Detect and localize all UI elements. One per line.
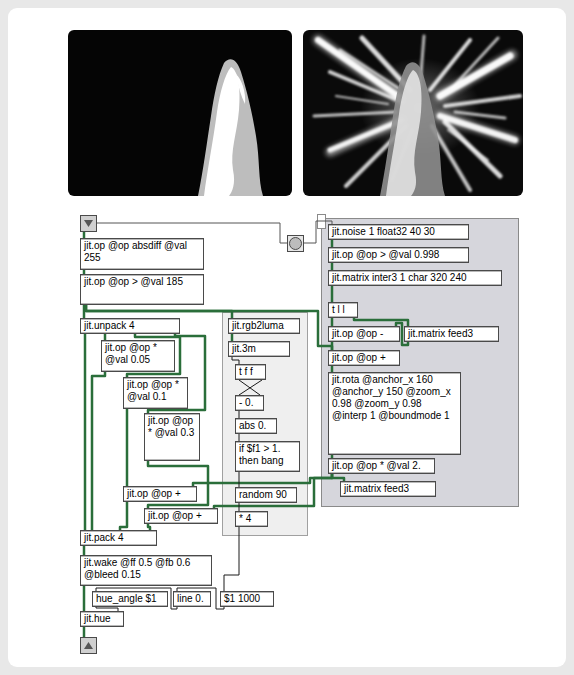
object-text: jit.op @op * @val 0.3 (148, 415, 196, 439)
object-text: jit.noise 1 float32 40 30 (332, 226, 465, 238)
bang-button (288, 236, 304, 252)
object-text: jit.op @op > @val 185 (84, 276, 200, 288)
object-text: jit.rota @anchor_x 160 @anchor_y 150 @zo… (332, 374, 457, 422)
patch-cord (331, 342, 334, 350)
mask-image (68, 30, 292, 196)
object-text: * 4 (239, 513, 264, 525)
max-object: jit.matrix inter3 1 char 320 240 (328, 270, 502, 286)
max-object: hue_angle $1 (92, 591, 168, 607)
max-object: abs 0. (235, 418, 277, 434)
object-text: line 0. (177, 593, 207, 605)
max-object: jit.matrix feed3 (340, 481, 436, 497)
max-object: jit.3m (228, 341, 290, 357)
patch-cord (83, 546, 86, 555)
patch-cord (84, 334, 87, 530)
max-object: jit.op @op * @val 0.05 (101, 340, 175, 372)
max-object: jit.hue (80, 611, 124, 627)
max-object: jit.rgb2luma (228, 318, 300, 334)
object-text: t l l (332, 304, 354, 316)
max-object: jit.op @op + (123, 486, 197, 502)
object-text: jit.op @op absdiff @val 255 (84, 240, 200, 264)
patch-cord (239, 503, 240, 511)
max-object: random 90 (235, 487, 297, 503)
patch-cord (214, 474, 332, 508)
max-object: jit.op @op > @val 0.998 (328, 247, 469, 263)
max-object: if $f1 > 1. then bang (235, 441, 300, 472)
object-text: jit.op @op + (332, 352, 396, 364)
object-text: jit.rgb2luma (232, 320, 296, 332)
patch-cord (331, 240, 334, 247)
patch-cord (331, 263, 334, 270)
object-text: jit.pack 4 (84, 532, 153, 544)
max-object: t f f (235, 364, 266, 380)
patch-cord (239, 434, 240, 441)
max-object: jit.op @op * @val 0.3 (144, 413, 200, 461)
max-object: jit.rota @anchor_x 160 @anchor_y 150 @zo… (328, 372, 461, 455)
max-object: jit.unpack 4 (80, 318, 180, 334)
object-text: jit.op @op * @val 0.05 (105, 342, 171, 366)
outlet-symbol (81, 638, 97, 654)
object-text: jit.op @op * @val 0.1 (127, 379, 184, 403)
max-object: jit.op @op + (144, 508, 218, 524)
max-object: jit.op @op * @val 0.1 (123, 377, 188, 409)
patch-cord (331, 286, 334, 302)
inlet-symbol (81, 216, 97, 232)
max-object: - 0. (235, 395, 264, 411)
max-object: jit.matrix feed3 (404, 326, 499, 342)
object-text: jit.matrix feed3 (344, 483, 432, 495)
object-text: jit.op @op + (148, 510, 214, 522)
patch-cord (239, 411, 240, 418)
max-object: jit.op @op * @val 2. (328, 458, 435, 474)
max-object: t l l (328, 302, 358, 318)
card (8, 8, 566, 667)
object-text: - 0. (239, 397, 260, 409)
patch-cord (331, 318, 334, 326)
max-object: jit.op @op - (328, 326, 400, 342)
object-text: jit.unpack 4 (84, 320, 176, 332)
patch-cord (120, 502, 127, 530)
patch-cord (92, 372, 105, 530)
max-object: * 4 (235, 511, 268, 527)
object-text: jit.hue (84, 613, 120, 625)
subpatch-panel (223, 313, 308, 536)
patch-cord (239, 380, 262, 395)
max-object: line 0. (173, 591, 211, 607)
object-text: random 90 (239, 489, 293, 501)
max-object: jit.pack 4 (80, 530, 157, 546)
object-text: t f f (239, 366, 262, 378)
max-object: jit.op @op + (328, 350, 400, 366)
object-text: jit.op @op * @val 2. (332, 460, 431, 472)
patch-cord (231, 334, 234, 341)
object-text: jit.3m (232, 343, 286, 355)
patch-cord (239, 472, 240, 487)
max-object: jit.op @op absdiff @val 255 (80, 238, 204, 270)
object-text: jit.wake @ff 0.5 @fb 0.6 @bleed 0.15 (84, 557, 208, 581)
object-text: hue_angle $1 (96, 593, 164, 605)
max-object: jit.wake @ff 0.5 @fb 0.6 @bleed 0.15 (80, 555, 212, 586)
object-text: $1 1000 (224, 593, 270, 605)
rays-image (303, 30, 523, 196)
patch-cord (332, 474, 344, 481)
subpatch-panel (322, 219, 519, 507)
object-text: jit.op @op - (332, 328, 396, 340)
patch-cord (232, 357, 239, 364)
object-text: jit.op @op > @val 0.998 (332, 249, 465, 261)
max-object: jit.op @op > @val 185 (80, 274, 204, 305)
object-text: jit.matrix feed3 (408, 328, 495, 340)
object-text: jit.matrix inter3 1 char 320 240 (332, 272, 498, 284)
max-object: $1 1000 (220, 591, 274, 607)
object-text: if $f1 > 1. then bang (239, 443, 296, 467)
object-text: abs 0. (239, 420, 273, 432)
max-object: jit.noise 1 float32 40 30 (328, 224, 469, 240)
patch-cord (193, 474, 332, 486)
object-text: jit.op @op + (127, 488, 193, 500)
patch-cord (83, 586, 86, 611)
patch-cord (126, 409, 129, 486)
patch-cord (224, 527, 239, 591)
